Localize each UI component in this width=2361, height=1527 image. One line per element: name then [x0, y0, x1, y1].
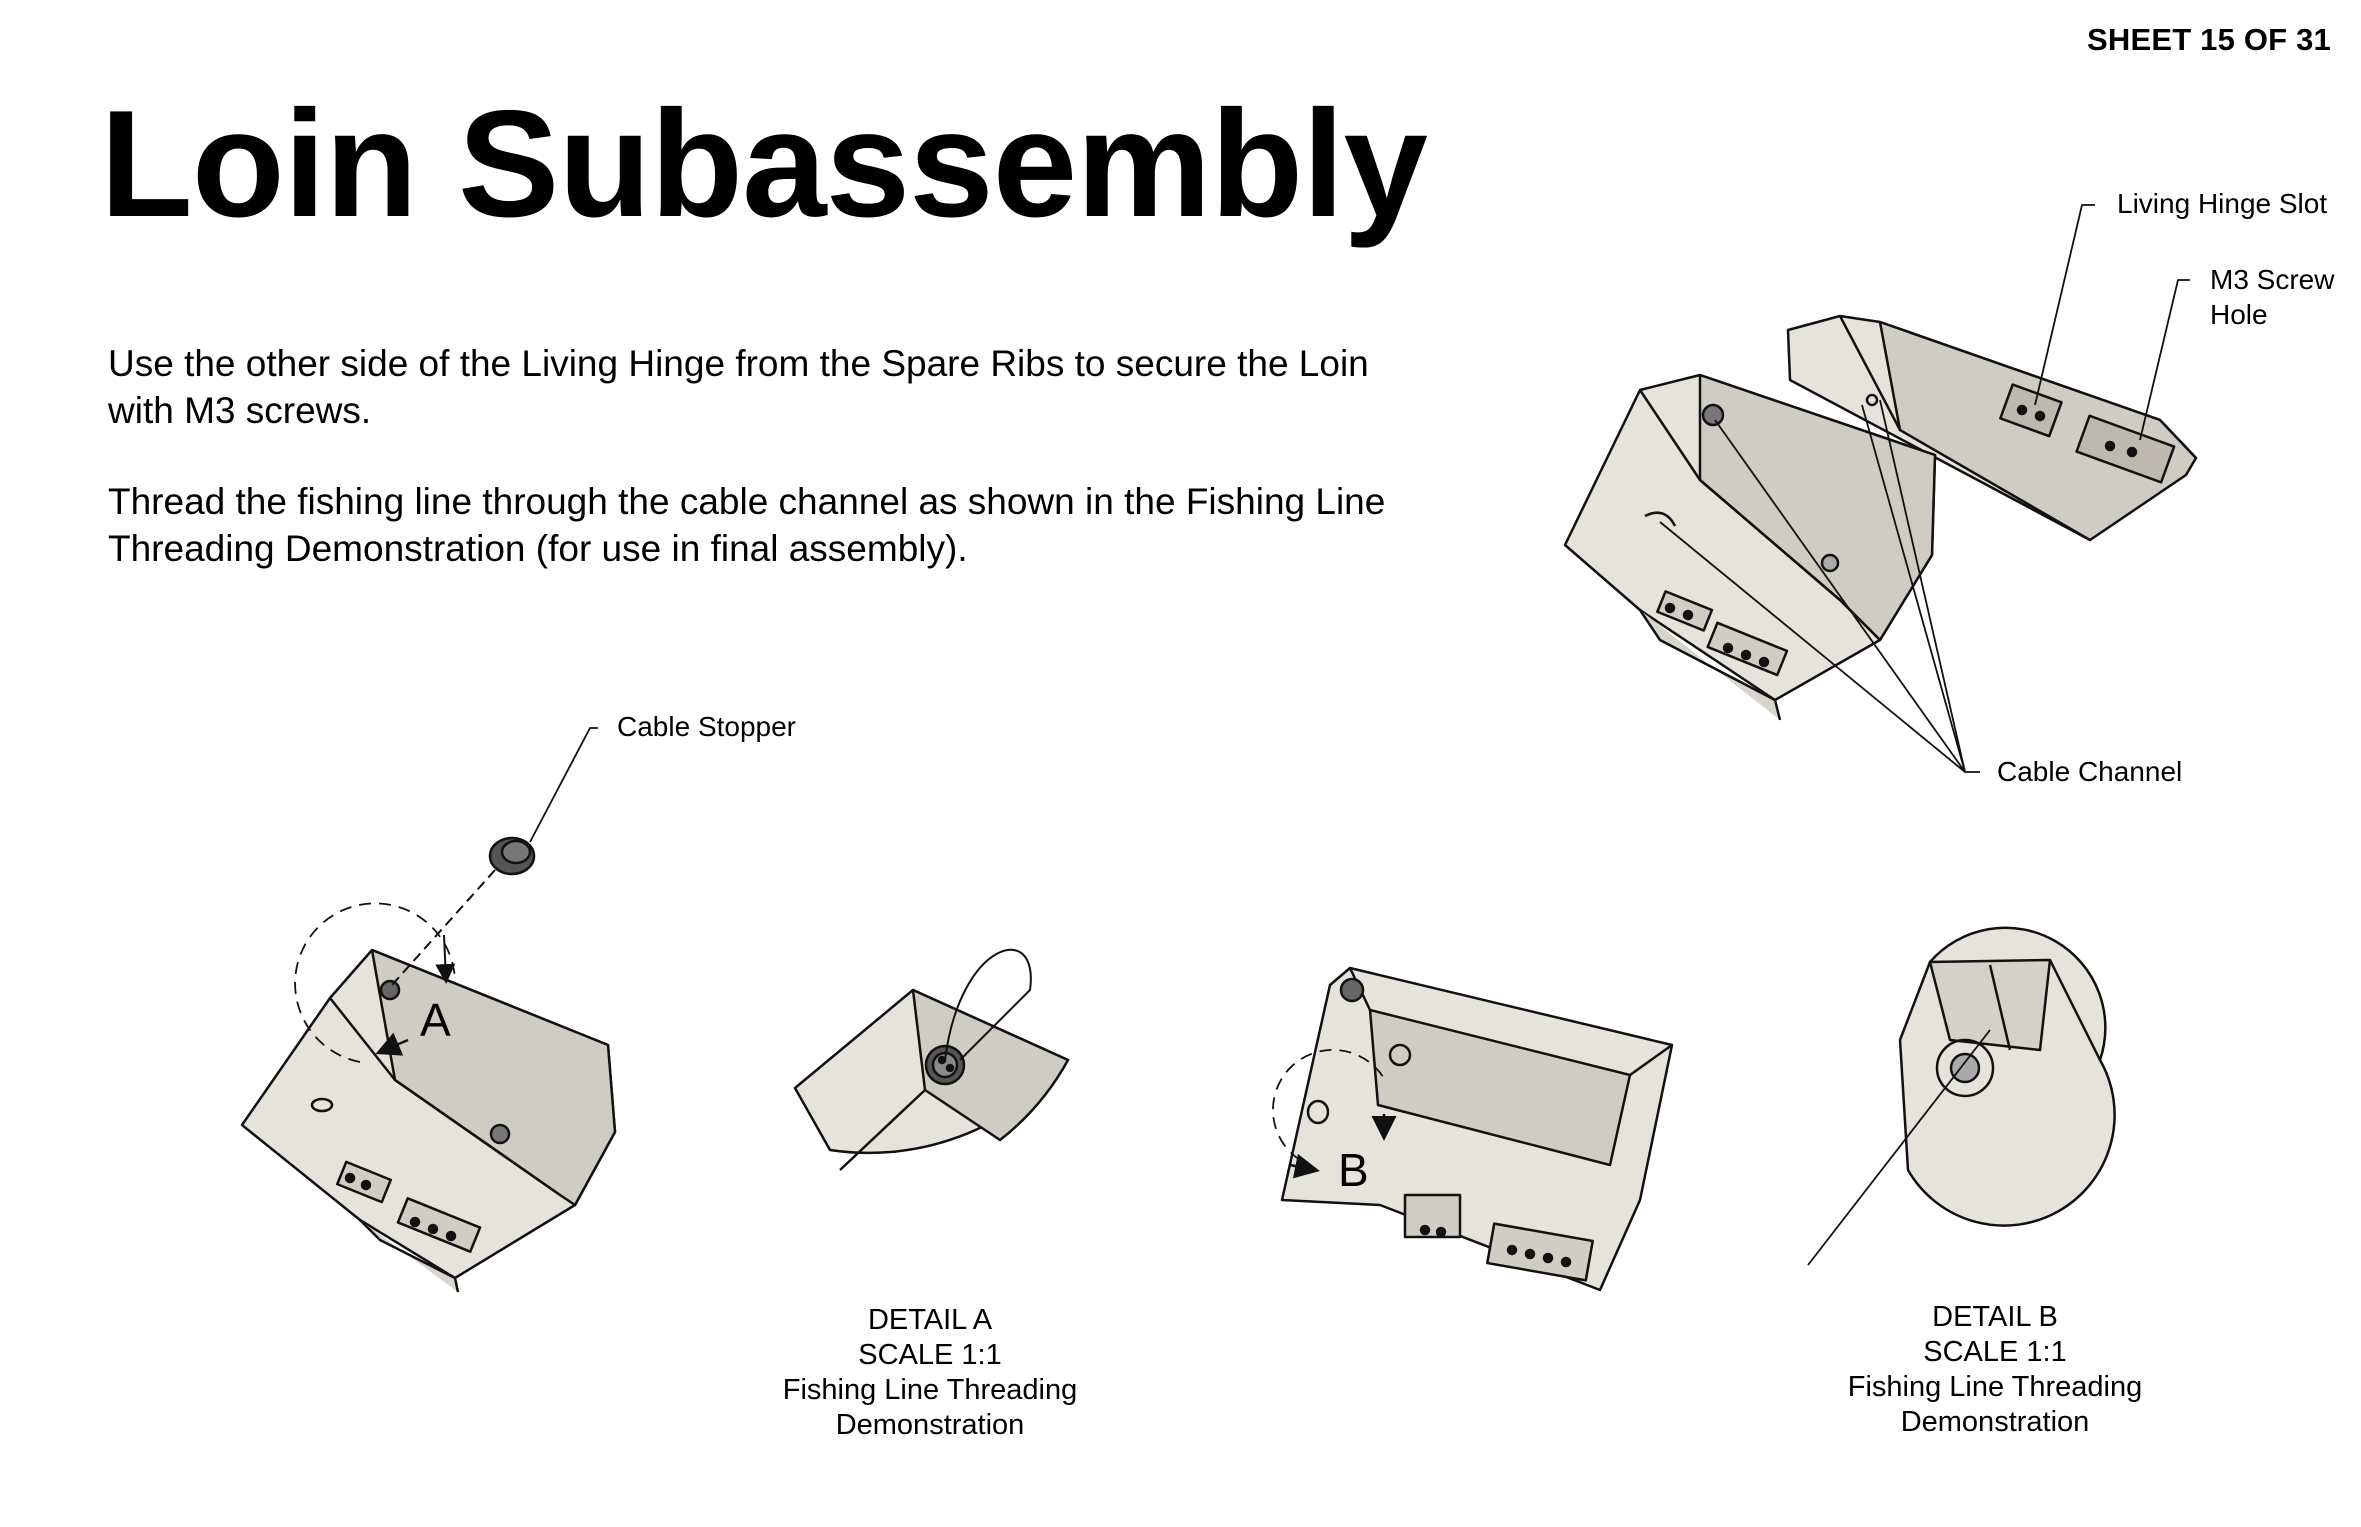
detail-b-view [1807, 926, 2116, 1266]
cable-stopper-label: Cable Stopper [617, 711, 797, 742]
detail-a-caption: DETAIL A SCALE 1:1 Fishing Line Threadin… [740, 1303, 1120, 1443]
detail-b-desc-2: Demonstration [1900, 1406, 2090, 1438]
loin-view-a [240, 727, 617, 1293]
instruction-paragraph-2: Thread the fishing line through the cabl… [108, 481, 1386, 569]
detail-b-title: DETAIL B [1932, 1301, 2058, 1333]
detail-a-scale: SCALE 1:1 [858, 1339, 1002, 1371]
sheet-number: SHEET 15 OF 31 [2086, 22, 2331, 57]
detail-a-title: DETAIL A [867, 1304, 993, 1336]
m3-screw-hole-label-line1: M3 Screw [2210, 264, 2335, 295]
loin-part [1563, 373, 1937, 721]
detail-a-view [793, 948, 1070, 1171]
living-hinge-part [1786, 314, 2198, 542]
m3-screw-hole-label-line2: Hole [2210, 299, 2268, 330]
loin-view-b [1272, 966, 1674, 1292]
detail-b-caption: DETAIL B SCALE 1:1 Fishing Line Threadin… [1800, 1300, 2190, 1440]
loin-exploded-view [1563, 204, 2198, 773]
instruction-paragraph-1: Use the other side of the Living Hinge f… [108, 343, 1369, 431]
detail-b-scale: SCALE 1:1 [1923, 1336, 2067, 1368]
detail-a-marker: A [420, 994, 451, 1046]
detail-b-desc-1: Fishing Line Threading [1847, 1371, 2143, 1403]
page-title: Loin Subassembly [100, 79, 1428, 249]
detail-a-desc-1: Fishing Line Threading [782, 1374, 1078, 1406]
living-hinge-slot-label: Living Hinge Slot [2117, 188, 2328, 219]
cable-channel-label: Cable Channel [1997, 756, 2183, 787]
callout-leaders-top [1659, 204, 2190, 773]
cable-stopper-part [488, 836, 536, 876]
detail-a-desc-2: Demonstration [835, 1409, 1025, 1441]
detail-b-marker: B [1338, 1144, 1369, 1196]
